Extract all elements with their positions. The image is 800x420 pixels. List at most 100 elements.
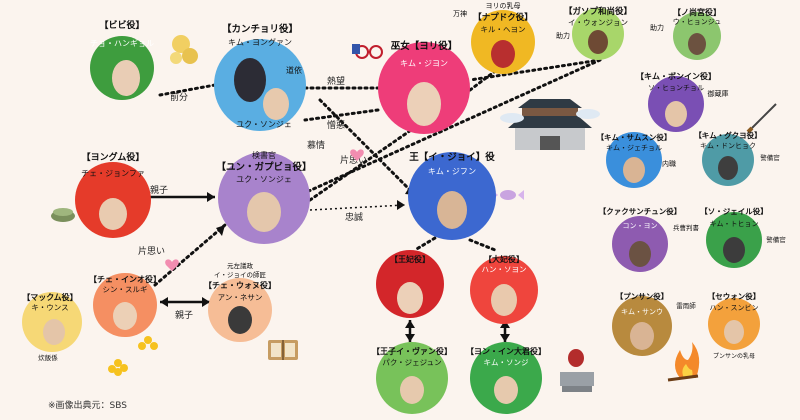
node-kwak[interactable]: 【クァクサンチュン役】 コン・ヨン 兵曹判書	[599, 206, 700, 272]
link-gasop-gapbyo	[298, 58, 602, 197]
node-actor: パク・ジェジュン	[382, 358, 441, 367]
heart-icon	[350, 149, 364, 161]
portrait	[228, 306, 252, 334]
node-actor: キム・ジフン	[428, 167, 476, 176]
candy-icon	[492, 190, 524, 200]
node-role: 王【イ・ジョイ】役	[409, 151, 495, 163]
node-role: 巫女【ヨリ役】	[391, 40, 458, 52]
node-role: 【キム・サムスン役】	[597, 132, 672, 142]
node-kimgukyo[interactable]: 【キム・グクヨ役】 キム・ドンヒョク 警備官	[694, 130, 780, 186]
node-queen[interactable]: 【王妃役】	[376, 250, 444, 318]
node-nomo[interactable]: 【ノ尚宮役】 ウ・ヒョンジュ 助力	[650, 7, 721, 60]
node-actor: ハン・ソヨン	[482, 265, 527, 274]
arrowhead	[216, 225, 225, 236]
arrowhead	[405, 320, 415, 328]
node-actor: チョ・ハンギョル	[90, 39, 154, 48]
node-note: 警備官	[760, 153, 780, 162]
node-punsan[interactable]: 【プンサン役】 キム・サンウ 雷雨師	[612, 291, 696, 356]
fire-icon	[667, 342, 700, 382]
sword-icon	[746, 103, 777, 134]
mask-icon	[560, 349, 594, 392]
node-caption: ユク・ソンジェ	[236, 120, 292, 129]
node-note: プンサンの乳母	[713, 352, 755, 360]
node-title: 検書官	[252, 150, 276, 160]
portrait	[630, 322, 654, 350]
relation-label: 憎悪	[327, 119, 345, 131]
bowl-icon	[51, 208, 75, 222]
portrait	[99, 198, 127, 230]
node-maksun[interactable]: 【マックム役】 キ・ウンス 炊飯係	[22, 292, 82, 362]
node-role: 【ビビ役】	[99, 19, 144, 31]
node-actor: キル・ヘヨン	[481, 25, 526, 34]
node-role: 【ノ尚宮役】	[673, 7, 721, 17]
node-note: 雷雨師	[676, 301, 696, 310]
node-sojaeil[interactable]: 【ソ・ジェイル役】 キム・トヒョン 警備官	[700, 206, 786, 268]
node-yungapbyo[interactable]: 検書官 【ユン・ガプビョ役】 ユク・ソンジェ	[216, 150, 312, 244]
node-daebi[interactable]: 【大妃役】 ハン・ソヨン	[470, 254, 538, 324]
book-icon	[268, 340, 298, 360]
node-note: 警備官	[766, 235, 786, 244]
node-note: 助力	[650, 23, 664, 32]
relation-label: 親子	[150, 184, 168, 196]
flower-icon	[138, 336, 158, 350]
node-wooj[interactable]: 元左議政 イ・ジョイの師匠 【チェ・ウォヌ役】 アン・ネサン	[204, 261, 276, 342]
node-actor: ウ・ヒョンジュ	[673, 18, 722, 26]
node-note: ヨリの乳母	[486, 1, 521, 10]
node-gasop[interactable]: 【ガソプ和尚役】 イ・ウォンジョン 助力	[556, 6, 632, 60]
node-kancheol[interactable]: 【カンチョリ役】 キム・ヨングァン 道依 ユク・ソンジェ	[214, 23, 306, 131]
node-actor: コン・ヨン	[623, 222, 658, 230]
node-yori[interactable]: 巫女【ヨリ役】 キム・ジヨン	[378, 40, 470, 134]
portrait	[491, 284, 517, 316]
portrait	[629, 241, 651, 267]
link-yori-king	[318, 98, 417, 197]
node-role: 【クァクサンチュン役】	[599, 206, 682, 216]
arrowhead	[202, 297, 210, 307]
link-jiwi-gapbyo	[153, 223, 227, 287]
node-role: 【カンチョリ役】	[222, 23, 298, 35]
arrowhead	[397, 200, 405, 210]
node-actor: キム・ジヨン	[400, 59, 448, 68]
relation-label: 熱望	[327, 75, 345, 87]
portrait	[724, 320, 744, 344]
node-role: 【ヨングム役】	[82, 151, 145, 163]
portrait	[247, 192, 281, 232]
node-actor: キム・ヨングァン	[228, 37, 292, 47]
node-role: 【キム・ボンイン役】	[636, 71, 716, 81]
heart-icon	[165, 259, 179, 271]
node-actor: キム・サンウ	[621, 308, 663, 316]
portrait	[623, 157, 645, 183]
node-actor: チェ・ジョンファ	[81, 169, 145, 178]
portrait	[112, 60, 140, 96]
portrait	[491, 40, 515, 68]
node-role: 【キム・グクヨ役】	[694, 130, 761, 140]
portrait	[397, 282, 423, 314]
node-title: イ・ジョイの師匠	[214, 270, 267, 279]
link-gapbyo-king	[309, 204, 406, 211]
image-credit: ※画像出典元：SBS	[48, 401, 127, 411]
node-naptok[interactable]: ヨリの乳母 【ナプドク役】 キル・ヘヨン 万神	[453, 1, 535, 74]
node-actor: ハン・スンビン	[710, 303, 759, 312]
relation-label: 慕情	[307, 139, 325, 151]
node-kimsamsun[interactable]: 【キム・サムスン役】 キム・ジェチョル 内職	[597, 132, 676, 188]
node-actor: キ・ウンス	[31, 303, 68, 312]
flower-icon	[108, 359, 128, 376]
portrait	[43, 319, 65, 345]
node-yeoneon[interactable]: 【ヨン・イン大君役】 キム・ソンジ	[466, 342, 546, 414]
node-prince[interactable]: 【王子イ・ヴァン役】 パク・ジェジュン	[372, 342, 452, 414]
node-king[interactable]: 王【イ・ジョイ】役 キム・ジフン	[408, 151, 496, 240]
node-bibi[interactable]: 【ビビ役】 チョ・ハンギョル	[90, 19, 154, 100]
node-actor: キム・トヒョン	[710, 220, 759, 228]
node-note: 万神	[453, 9, 467, 18]
node-role: 【チェ・インオ役】	[89, 274, 161, 284]
node-yongum[interactable]: 【ヨングム役】 チェ・ジョンファ	[75, 151, 151, 238]
node-sewon[interactable]: 【セウォン役】 ハン・スンビン プンサンの乳母	[708, 291, 761, 360]
node-role: 【マックム役】	[22, 292, 77, 302]
node-kimbongin[interactable]: 【キム・ボンイン役】 ソ・ヒョンチョル 御蔵庫	[636, 71, 729, 132]
arrowhead	[405, 334, 415, 342]
node-actor: キム・ジェチョル	[606, 144, 662, 152]
portrait	[688, 33, 706, 55]
node-jiwi[interactable]: 【チェ・インオ役】 シン・スルギ	[89, 273, 161, 337]
node-role: 【王子イ・ヴァン役】	[372, 346, 452, 356]
node-role: 【プンサン役】	[616, 291, 669, 301]
